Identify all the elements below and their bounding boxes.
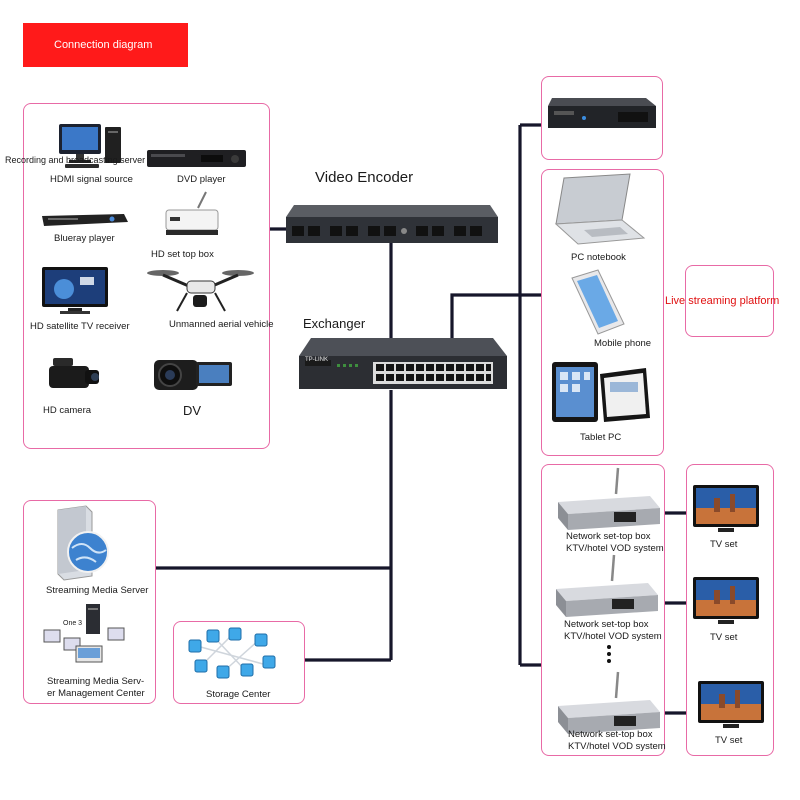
label-stb-3-line2: KTV/hotel VOD system [568,741,666,752]
laptop-icon [554,173,646,245]
line-switch-right [450,293,520,343]
satellite-tv-icon [42,267,108,314]
network-stb-icon-3 [558,671,660,734]
label-satellite-receiver: HD satellite TV receiver [30,321,130,332]
management-network-icon [43,604,125,663]
diagram-title: Connection diagram [23,23,188,67]
drone-icon [147,270,254,312]
label-management-line1: Streaming Media Serv- [47,676,145,687]
label-tv-2: TV set [710,632,738,643]
label-one-3: One 3 [63,620,83,627]
rack-server-icon [548,98,656,128]
storage-cluster-icon [188,627,276,679]
label-mobile-phone: Mobile phone [594,338,652,349]
label-exchanger: Exchanger [303,316,366,331]
label-pc-notebook: PC notebook [571,252,626,263]
label-stb-2-line1: Network set-top box [564,619,649,630]
label-management-line2: er Management Center [47,688,145,699]
label-stb-1-line1: Network set-top box [566,531,651,542]
label-switch-brand: TP-LINK [305,357,329,363]
label-hdmi-source: HDMI signal source [50,174,133,185]
label-blueray-player: Blueray player [54,233,115,244]
label-tablet-pc: Tablet PC [580,432,622,443]
label-stb-3-line1: Network set-top box [568,729,653,740]
network-switch-icon [299,338,507,389]
label-streaming-server: Streaming Media Server [46,585,149,596]
dvd-player-icon [147,150,246,167]
live-platform-box [685,265,774,337]
label-storage-center: Storage Center [206,689,271,700]
tv-icon-1 [693,485,759,532]
label-dv: DV [183,403,202,418]
mobile-phone-icon [571,269,625,335]
tv-icon-3 [698,681,764,728]
network-stb-icon-1 [558,467,660,530]
label-video-encoder: Video Encoder [315,169,414,186]
bluray-player-icon [42,214,128,226]
label-recording-server-overlap: Recording and broadcasting server [5,155,146,165]
streaming-server-icon [57,505,109,581]
video-encoder-icon [286,205,498,243]
label-stb-2-line2: KTV/hotel VOD system [564,631,662,642]
dv-camcorder-icon [154,360,232,390]
pc-monitor-icon [59,124,121,168]
tablet-icon [552,362,650,422]
label-uav: Unmanned aerial vehicle [169,319,274,330]
label-hd-set-top-box: HD set top box [151,249,214,260]
hd-camera-icon [49,358,99,388]
ellipsis-dots-icon [607,645,611,663]
label-live-platform: Live streaming platform [665,295,780,307]
tv-icon-2 [693,577,759,624]
label-tv-3: TV set [715,735,743,746]
label-dvd-player: DVD player [177,174,226,185]
label-stb-1-line2: KTV/hotel VOD system [566,543,664,554]
network-stb-icon-2 [556,554,658,617]
label-tv-1: TV set [710,539,738,550]
set-top-box-icon [165,191,219,235]
label-hd-camera: HD camera [43,405,92,416]
